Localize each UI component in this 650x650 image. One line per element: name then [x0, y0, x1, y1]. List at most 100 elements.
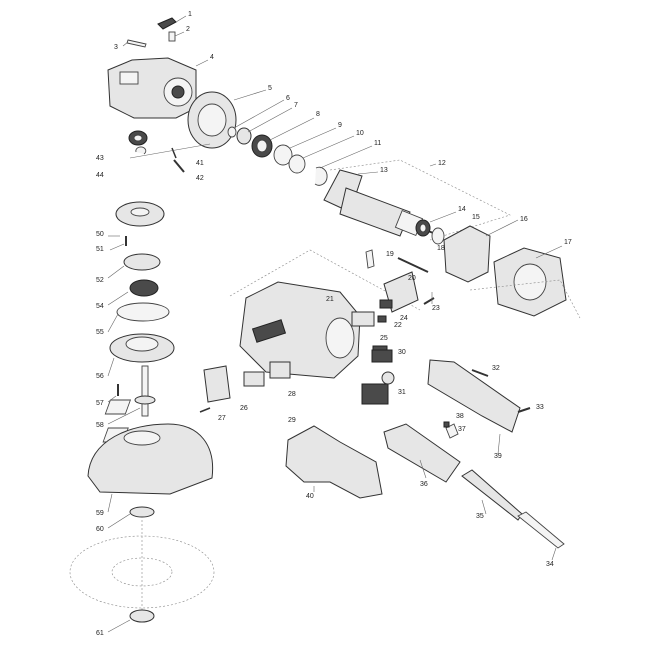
part-4-gear-housing	[107, 57, 197, 119]
part-61-lock-nut	[129, 609, 155, 623]
part-10-ring	[288, 154, 306, 174]
part-41-pin	[171, 147, 177, 159]
callout-25: 25	[380, 335, 388, 342]
part-23-screw	[423, 297, 435, 305]
part-18-rubber-ring	[431, 227, 445, 245]
callout-10: 10	[356, 130, 364, 137]
part-22-brush-holder	[351, 311, 375, 327]
callout-23: 23	[432, 305, 440, 312]
callout-42: 42	[196, 175, 204, 182]
callout-12: 12	[438, 160, 446, 167]
part-40-handle-housing	[285, 425, 383, 499]
callout-51: 51	[96, 246, 104, 253]
callout-1: 1	[188, 11, 192, 18]
callout-37: 37	[458, 426, 466, 433]
callout-6: 6	[286, 95, 290, 102]
part-24-carbon-brush	[377, 299, 393, 323]
callout-13: 13	[380, 167, 388, 174]
part-42-pin	[173, 159, 185, 173]
callout-36: 36	[420, 481, 428, 488]
callout-2: 2	[186, 26, 190, 33]
callout-11: 11	[374, 140, 381, 147]
callout-17: 17	[564, 239, 572, 246]
callout-60: 60	[96, 526, 104, 533]
part-14-ball-bearing	[415, 219, 431, 237]
part-19-pin	[365, 249, 429, 273]
part-17-field	[493, 247, 567, 317]
callout-34: 34	[546, 561, 554, 568]
part-43-bearing	[128, 130, 148, 146]
callout-50: 50	[96, 231, 104, 238]
callout-19: 19	[386, 251, 394, 258]
part-50-spiral-bevel-gear	[115, 201, 165, 227]
callout-5: 5	[268, 85, 272, 92]
callout-31: 31	[398, 389, 406, 396]
part-56-bearing-box	[109, 333, 175, 363]
callout-24: 24	[400, 315, 408, 322]
callout-41: 41	[196, 160, 204, 167]
callout-38: 38	[456, 413, 464, 420]
part-11-retaining-ring	[314, 166, 328, 186]
part-38-pin	[443, 421, 450, 428]
callout-44: 44	[96, 172, 104, 179]
callout-20: 20	[408, 275, 416, 282]
callout-27: 27	[218, 415, 226, 422]
part-8-ball-bearing	[251, 134, 273, 158]
part-16-baffle-plate	[443, 225, 491, 283]
part-31-switch	[361, 371, 395, 405]
callout-52: 52	[96, 277, 104, 284]
part-27-cover	[199, 365, 231, 413]
callout-14: 14	[458, 206, 466, 213]
part-35-side-grip	[461, 469, 523, 521]
callout-30: 30	[398, 349, 406, 356]
part-3-screw	[126, 39, 147, 48]
callout-55: 55	[96, 329, 104, 336]
part-6-spacer	[227, 126, 237, 138]
part-39-handle	[427, 359, 521, 433]
callout-40: 40	[306, 493, 314, 500]
part-7-bearing	[236, 127, 252, 145]
part-60-inner-flange	[129, 506, 155, 518]
callout-29: 29	[288, 417, 296, 424]
part-58-spindle	[134, 365, 156, 417]
part-30-insulation	[371, 349, 393, 363]
part-1-lever	[157, 17, 177, 30]
callout-15: 15	[472, 214, 480, 221]
callout-4: 4	[210, 54, 214, 61]
leader-lines	[107, 15, 563, 633]
part-21-motor-housing	[239, 281, 361, 379]
part-13-armature	[323, 169, 437, 237]
part-26-brush-holder	[243, 361, 291, 387]
part-44-retaining-ring	[135, 146, 147, 155]
part-5-bearing-box	[187, 91, 237, 149]
part-34-bolt	[517, 511, 565, 549]
part-59-wheel-guard	[87, 423, 214, 495]
callout-8: 8	[316, 111, 320, 118]
callout-54: 54	[96, 303, 104, 310]
callout-labels: 1 2 3 4 5 6 7 8 9 10 11 12 13 14 15 16 1…	[96, 11, 572, 637]
callout-43: 43	[96, 155, 104, 162]
callout-3: 3	[114, 44, 118, 51]
callout-22: 22	[394, 322, 402, 329]
callout-32: 32	[492, 365, 500, 372]
part-32-screw	[471, 369, 489, 377]
callout-18: 18	[437, 245, 445, 252]
part-52-bearing-retainer	[123, 253, 161, 271]
part-33-screw	[517, 407, 531, 413]
callout-56: 56	[96, 373, 104, 380]
callout-7: 7	[294, 102, 298, 109]
callout-21: 21	[326, 296, 334, 303]
callout-33: 33	[536, 404, 544, 411]
part-36-rear-cover	[383, 423, 461, 483]
callout-26: 26	[240, 405, 248, 412]
part-9-rubber-ring	[273, 144, 293, 166]
part-54-ball-bearing	[129, 279, 159, 297]
callout-59: 59	[96, 510, 104, 517]
callout-35: 35	[476, 513, 484, 520]
callout-58: 58	[96, 422, 104, 429]
callout-9: 9	[338, 122, 342, 129]
callout-61: 61	[96, 630, 104, 637]
part-2-spring	[168, 31, 176, 42]
